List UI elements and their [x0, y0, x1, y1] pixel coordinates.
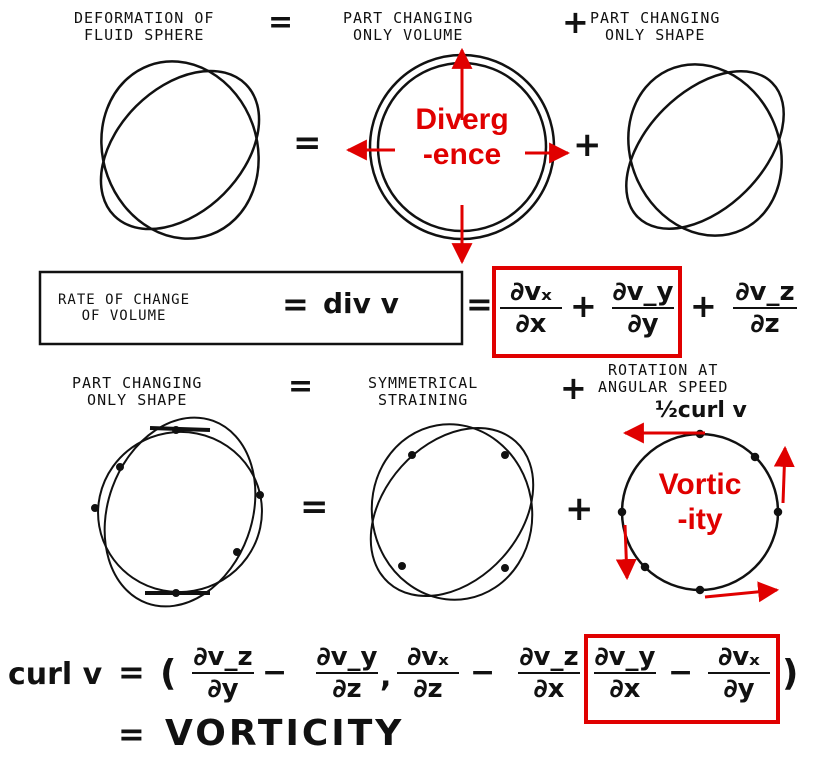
fraction-dvx-dz: ∂vₓ ∂z: [397, 644, 459, 702]
curl-minus-1: −: [262, 655, 288, 690]
fraction-numerator: ∂vₓ: [510, 277, 552, 307]
fraction-numerator: ∂v_y: [316, 642, 378, 672]
rate-box: [38, 270, 464, 346]
fraction-denominator: ∂x: [609, 674, 641, 704]
fraction-denominator: ∂z: [332, 674, 362, 704]
curl-comma-1: ,: [380, 659, 392, 694]
fraction-denominator: ∂y: [723, 674, 755, 704]
strain-shape-middle: [369, 423, 535, 601]
rotation-label: ROTATION AT ANGULAR SPEED: [598, 361, 729, 397]
symmetric-straining-label: SYMMETRICAL STRAINING: [368, 374, 479, 410]
header-plus: +: [562, 3, 589, 41]
curl-minus-2: −: [470, 655, 496, 690]
curl-close-paren: ): [782, 653, 799, 694]
curl-open-paren: (: [160, 653, 177, 694]
rate-of-change-label: RATE OF CHANGE OF VOLUME: [58, 292, 191, 325]
fraction-denominator: ∂y: [627, 309, 659, 339]
curl-z-highlight-box: [584, 634, 780, 724]
div-plus-2: +: [690, 287, 717, 325]
vorticity-word: VORTICITY: [165, 713, 405, 754]
fraction-denominator: ∂x: [533, 674, 565, 704]
divergence-label: Diverg -ence: [415, 103, 509, 171]
fraction-dvz-dx: ∂v_z ∂x: [518, 644, 580, 702]
fraction-denominator: ∂x: [515, 309, 547, 339]
fraction-denominator: ∂z: [413, 674, 443, 704]
rate-equals: =: [282, 285, 309, 323]
fraction-dvx-dy: ∂vₓ ∂y: [708, 644, 770, 702]
deformation-label: DEFORMATION OF FLUID SPHERE: [74, 9, 215, 45]
fraction-denominator: ∂z: [750, 309, 780, 339]
vorticity-arrows: [615, 422, 795, 603]
fraction-numerator: ∂v_z: [735, 277, 795, 307]
div-highlight-box: [492, 266, 682, 358]
shape-plus: +: [560, 369, 587, 407]
part-shape-label: PART CHANGING ONLY SHAPE: [72, 374, 203, 410]
fraction-numerator: ∂v_z: [193, 642, 253, 672]
vorticity-label: Vortic -ity: [658, 468, 742, 536]
curl-minus-3: −: [668, 655, 694, 690]
divergence-arrows: [345, 47, 571, 265]
curl-v-label: curl v: [8, 657, 103, 692]
fraction-dvy-dy: ∂v_y ∂y: [612, 279, 674, 337]
fraction-dvy-dz: ∂v_y ∂z: [316, 644, 378, 702]
fraction-numerator: ∂v_z: [519, 642, 579, 672]
fraction-numerator: ∂v_y: [612, 277, 674, 307]
fraction-numerator: ∂v_y: [594, 642, 656, 672]
vorticity-equals: =: [118, 715, 145, 753]
strain-shape-left: [91, 416, 264, 608]
half-curl-label: ½curl v: [655, 398, 747, 423]
fraction-dvz-dy: ∂v_z ∂y: [192, 644, 254, 702]
fraction-dvy-dx: ∂v_y ∂x: [594, 644, 656, 702]
fraction-dvz-dz: ∂v_z ∂z: [733, 279, 797, 337]
row2-plus: +: [565, 489, 594, 529]
shape-part-label: PART CHANGING ONLY SHAPE: [590, 9, 721, 45]
volume-part-label: PART CHANGING ONLY VOLUME: [343, 9, 474, 45]
shape-equals: =: [288, 369, 314, 404]
deformed-sphere-shape: [99, 60, 261, 240]
div-v-label: div v: [323, 287, 399, 320]
fraction-dvx-dx: ∂vₓ ∂x: [500, 279, 562, 337]
curl-equals: =: [118, 653, 145, 691]
row1-plus: +: [573, 125, 602, 165]
row2-equals: =: [300, 487, 329, 527]
fraction-numerator: ∂vₓ: [718, 642, 760, 672]
shape-change-shape: [625, 63, 785, 237]
fraction-numerator: ∂vₓ: [407, 642, 449, 672]
row1-equals: =: [293, 123, 322, 163]
div-plus-1: +: [570, 287, 597, 325]
div-equals: =: [466, 285, 493, 323]
header-equals: =: [268, 5, 294, 40]
fraction-denominator: ∂y: [207, 674, 239, 704]
